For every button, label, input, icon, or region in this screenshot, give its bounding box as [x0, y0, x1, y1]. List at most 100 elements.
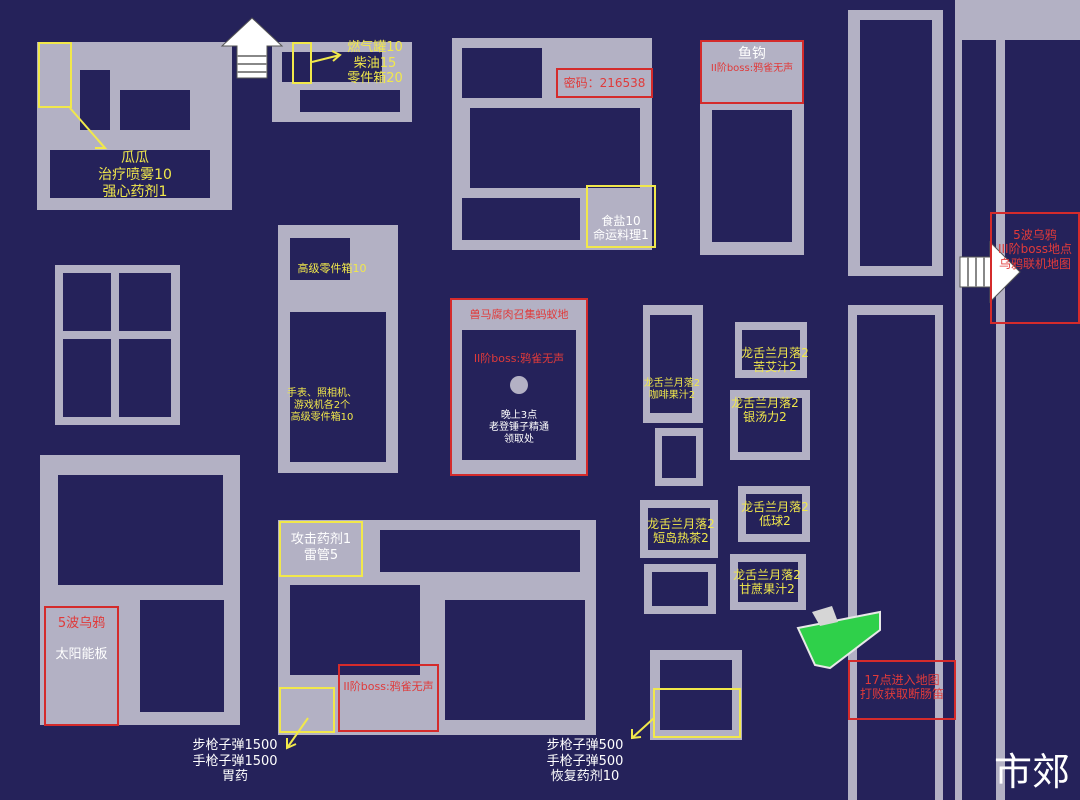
guagua-label: 瓜瓜 治疗喷雾10 强心药剂1 [75, 150, 195, 200]
line: 龙舌兰月落2 [731, 396, 799, 410]
central-boss: II阶boss:鸦雀无声 [473, 352, 565, 365]
line: 强心药剂1 [102, 183, 168, 200]
line: 龙舌兰月落2 [647, 517, 715, 531]
room [120, 90, 190, 130]
east-boss-box [990, 212, 1080, 324]
guagua-marker [38, 42, 72, 108]
line: 打败获取断肠笛 [859, 687, 944, 702]
line: III阶boss地点 [997, 242, 1073, 257]
room [290, 238, 350, 280]
room [50, 150, 210, 198]
room [738, 398, 802, 452]
line: 高级零件箱10 [290, 412, 354, 423]
room [462, 330, 576, 460]
line: 治疗喷雾10 [98, 166, 172, 183]
line: II阶boss:鸦雀无声 [710, 62, 794, 74]
line: 咖啡果汁2 [648, 390, 696, 401]
sugarcane-label: 龙舌兰月落2 甘蔗果汁2 [722, 568, 812, 597]
room [290, 312, 386, 462]
fuel-marker [292, 42, 312, 84]
road-lane [962, 40, 996, 800]
line: 步枪子弹500 [546, 738, 624, 753]
area-name: 市郊 [993, 750, 1070, 795]
advanced-parts-label: 高级零件箱10 [297, 262, 367, 275]
salt-box [586, 185, 656, 248]
line: 苦艾汁2 [753, 360, 797, 375]
room [300, 90, 400, 112]
line: 步枪子弹1500 [192, 738, 278, 753]
line: 食盐10 [601, 214, 641, 228]
room [662, 436, 696, 478]
room [470, 108, 640, 188]
room [462, 198, 580, 240]
room [712, 110, 792, 242]
room [660, 660, 732, 730]
fishhook-label: 鱼钩 II阶boss:鸦雀无声 [702, 46, 802, 75]
attack-box [279, 521, 363, 577]
room [290, 585, 420, 675]
central-box [450, 298, 588, 476]
room [652, 572, 708, 606]
room [63, 339, 111, 417]
line: 鱼钩 [738, 46, 766, 62]
fishhook-box [700, 40, 804, 104]
password-label: 密码：216538 [563, 76, 646, 90]
low-ball-label: 龙舌兰月落2 低球2 [730, 500, 820, 529]
line: 乌鸦联机地图 [998, 256, 1071, 271]
room [742, 330, 800, 370]
room [648, 508, 710, 550]
line: 龙舌兰月落2 [733, 568, 801, 582]
line: 龙舌兰月落2 [741, 346, 809, 360]
line: 柴油15 [353, 55, 397, 71]
line: 命运料理1 [593, 228, 649, 243]
line: 短岛热茶2 [653, 531, 709, 546]
line: 恢复药剂10 [550, 769, 620, 785]
room [58, 475, 223, 585]
east-boss-label: 5波乌鸦 III阶boss地点 乌鸦联机地图 [990, 228, 1080, 271]
line: 银汤力2 [743, 410, 787, 425]
central-title: 兽马腐肉召集蚂蚁地 [469, 308, 569, 321]
salt-label: 食盐10 命运料理1 [586, 214, 656, 243]
room [462, 48, 542, 98]
room [119, 339, 171, 417]
room [63, 273, 111, 331]
rifle-b-marker [653, 688, 741, 738]
watch-camera-label: 手表、照相机、 游戏机各2个 高级零件箱10 [272, 388, 372, 424]
fuel-label: 燃气罐10 柴油15 零件箱20 [335, 40, 415, 87]
line: 燃气罐10 [347, 40, 403, 55]
password-box [556, 68, 653, 98]
room [119, 273, 171, 331]
line: 游戏机各2个 [293, 400, 351, 411]
room [860, 20, 932, 266]
line: 手枪子弹500 [546, 753, 624, 769]
solar-box [44, 606, 119, 726]
line: 雷管5 [303, 547, 339, 563]
room [738, 562, 798, 602]
room [140, 600, 224, 712]
line: 手枪子弹1500 [192, 753, 278, 769]
line: 低球2 [759, 514, 791, 529]
line: 瓜瓜 [121, 150, 149, 166]
south-boss-label: II阶boss:鸦雀无声 [343, 680, 434, 693]
rifle-b-label: 步枪子弹500 手枪子弹500 恢复药剂10 [530, 738, 640, 785]
central-note: 晚上3点 老登锤子精通 领取处 [452, 410, 586, 446]
coffee-label: 龙舌兰月落2 咖啡果汁2 [632, 378, 712, 402]
room [445, 600, 585, 720]
line: 17点进入地图 [864, 673, 940, 687]
room [380, 530, 580, 572]
south-boss-box [338, 664, 439, 732]
solar-panel-label: 太阳能板 [55, 647, 108, 662]
line: 晚上3点 [500, 410, 538, 421]
line: 手表、照相机、 [287, 388, 357, 399]
solar-wave-label: 5波乌鸦 [57, 616, 106, 631]
rifle-a-marker [279, 687, 335, 733]
line: 老登锤子精通 [489, 422, 549, 433]
line: 领取处 [504, 434, 534, 445]
line: 5波乌鸦 [1013, 228, 1057, 242]
line: 龙舌兰月落2 [741, 500, 809, 514]
room [650, 315, 692, 413]
rifle-a-label: 步枪子弹1500 手枪子弹1500 胃药 [180, 738, 290, 785]
room [80, 70, 110, 130]
